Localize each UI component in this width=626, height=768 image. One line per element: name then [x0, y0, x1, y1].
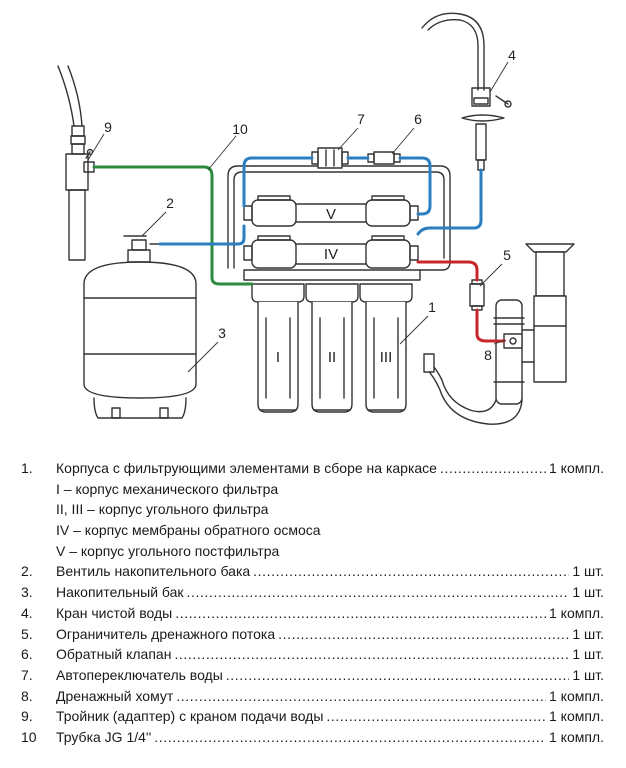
legend-number: 4. — [21, 604, 33, 621]
legend-qty: 1 шт. — [572, 584, 604, 601]
callout-6: 6 — [414, 111, 422, 127]
housing-v — [243, 195, 419, 227]
storage-tank — [83, 235, 197, 419]
callout-3: 3 — [218, 325, 226, 341]
legend-qty: 1 компл. — [548, 604, 604, 621]
legend-row: 10 Трубка JG 1/4'' 1 компл. — [0, 727, 626, 748]
supply-pipe-with-tee — [57, 65, 95, 261]
callout-4: 4 — [508, 47, 516, 63]
legend-row: 5. Ограничитель дренажного потока 1 шт. — [0, 624, 626, 645]
blue-faucet-tube — [416, 168, 483, 236]
callout-10: 10 — [232, 121, 248, 137]
legend-label: Автопереключатель воды — [56, 666, 223, 683]
housing-iv — [243, 235, 419, 269]
legend-label: Накопительный бак — [56, 584, 184, 601]
leader-dots — [176, 686, 546, 707]
callout-9: 9 — [104, 119, 112, 135]
callout-1: 1 — [428, 299, 436, 315]
legend-number: 2. — [21, 563, 33, 580]
legend-qty: 1 компл. — [548, 728, 604, 745]
housing-label-3: III — [380, 349, 393, 366]
legend-label: Кран чистой воды — [56, 604, 173, 621]
callout-5: 5 — [503, 247, 511, 263]
legend-label: Трубка JG 1/4'' — [56, 728, 152, 745]
legend-row: 7. Автопереключатель воды 1 шт. — [0, 665, 626, 686]
legend-qty: 1 шт. — [572, 646, 604, 663]
legend-number: 7. — [21, 666, 33, 683]
leader-dots — [226, 665, 570, 686]
drain-siphon — [423, 243, 575, 425]
check-valve — [367, 151, 401, 165]
leader-dots — [278, 624, 569, 645]
legend-qty: 1 шт. — [572, 625, 604, 642]
legend-number: 5. — [21, 625, 33, 642]
legend-label: Вентиль накопительного бака — [56, 563, 251, 580]
legend-number: 8. — [21, 687, 33, 704]
housing-label-5: V — [326, 206, 336, 223]
leader-dots — [175, 603, 546, 624]
blue-top-tube — [242, 156, 314, 208]
legend-label: Корпуса с фильтрующими элементами в сбор… — [56, 460, 437, 476]
legend-number: 6. — [21, 646, 33, 663]
legend-number: 9. — [21, 708, 33, 725]
legend-number: 10 — [21, 728, 37, 745]
housing-label-1: I — [276, 349, 280, 366]
red-drain-tube — [416, 260, 479, 282]
legend-row: 6. Обратный клапан 1 шт. — [0, 644, 626, 665]
legend-qty: 1 шт. — [572, 666, 604, 683]
flow-restrictor — [469, 279, 485, 311]
green-supply-tube — [92, 165, 254, 286]
leader-dots — [187, 582, 570, 603]
legend-subrow: IV – корпус мембраны обратного осмоса — [0, 520, 626, 541]
legend-subrow: V – корпус угольного постфильтра — [0, 541, 626, 562]
housings-bottom — [251, 283, 413, 413]
leader-dots — [326, 706, 546, 727]
red-drain-tube-2 — [475, 308, 506, 343]
faucet — [421, 12, 512, 171]
housing-label-4: IV — [324, 246, 338, 263]
leader-dots — [154, 727, 546, 748]
legend-subrow: I – корпус механического фильтра — [0, 479, 626, 500]
legend-row: 8. Дренажный хомут 1 компл. — [0, 686, 626, 707]
autoshutoff-valve — [311, 147, 349, 169]
drain-clamp — [503, 333, 523, 349]
legend-label: Дренажный хомут — [56, 687, 174, 704]
blue-to-housing-v — [398, 156, 432, 216]
callout-8: 8 — [484, 347, 492, 363]
legend-label: Тройник (адаптер) с краном подачи воды — [56, 708, 324, 725]
legend-row: 3. Накопительный бак 1 шт. — [0, 582, 626, 603]
legend-sublabel: IV – корпус мембраны обратного осмоса — [56, 522, 321, 539]
housing-label-2: II — [328, 349, 336, 366]
leader-dots — [253, 561, 569, 582]
leader-dots — [174, 644, 569, 665]
callout-2: 2 — [166, 195, 174, 211]
legend-qty: 1 шт. — [572, 563, 604, 580]
legend-sublabel: I – корпус механического фильтра — [56, 480, 279, 497]
ro-system-diagram: I II III IV V 1 2 3 4 5 6 7 8 9 10 — [57, 12, 575, 425]
legend-subrow: II, III – корпус угольного фильтра — [0, 499, 626, 520]
legend-row: 1. Корпуса с фильтрующими элементами в с… — [0, 458, 626, 479]
legend-qty: 1 компл. — [548, 708, 604, 725]
legend-sublabel: V – корпус угольного постфильтра — [56, 542, 280, 559]
legend-number: 3. — [21, 584, 33, 601]
blue-tank-tube — [158, 224, 246, 246]
legend-sublabel: II, III – корпус угольного фильтра — [56, 501, 269, 518]
legend-row: 9. Тройник (адаптер) с краном подачи вод… — [0, 706, 626, 727]
legend-label: Ограничитель дренажного потока — [56, 625, 276, 642]
legend-number: 1. — [21, 460, 33, 476]
components-legend: 1. Корпуса с фильтрующими элементами в с… — [0, 458, 626, 748]
legend-row: 4. Кран чистой воды 1 компл. — [0, 603, 626, 624]
callout-7: 7 — [357, 111, 365, 127]
leader-dots — [440, 458, 546, 479]
legend-qty: 1 компл. — [548, 687, 604, 704]
legend-qty: 1 компл. — [548, 460, 604, 476]
filter-frame — [227, 165, 451, 281]
legend-label: Обратный клапан — [56, 646, 172, 663]
legend-row: 2. Вентиль накопительного бака 1 шт. — [0, 561, 626, 582]
